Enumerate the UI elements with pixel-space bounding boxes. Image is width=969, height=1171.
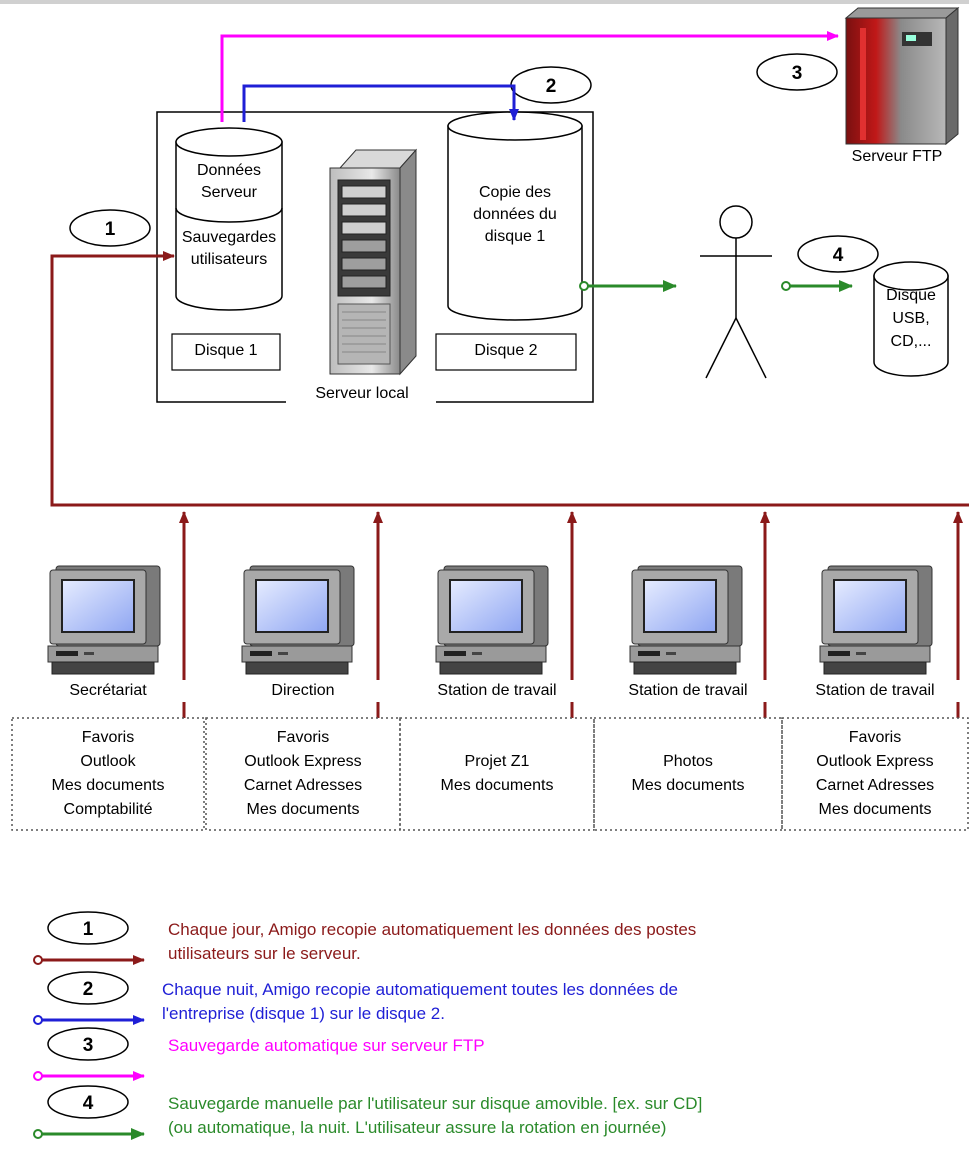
legend-1-text: Chaque jour, Amigo recopie automatiqueme…: [168, 920, 697, 963]
station-4-name: Station de travail: [594, 680, 782, 702]
station-1-data-items: Favoris Outlook Mes documents Comptabili…: [51, 729, 165, 818]
disk1-backup-label: Sauvegardes utilisateurs: [181, 229, 277, 268]
station-2-name: Direction: [206, 680, 400, 702]
manual-copy-start: [781, 281, 791, 291]
server-frame: [156, 111, 594, 403]
disk2-name-label: Disque 2: [474, 342, 538, 359]
ftp-server-icon: [844, 6, 960, 146]
station-3-data-box: [399, 717, 595, 831]
station-5-computer-icon: [819, 565, 933, 675]
disk1-data-label: Données Serveur: [196, 162, 262, 201]
station-5-name: Station de travail: [782, 680, 968, 702]
step-4-bubble: [797, 235, 879, 273]
legend-4-bubble: [47, 1085, 129, 1119]
step-1-bubble: [69, 209, 151, 247]
legend-4-text: Sauvegarde manuelle par l'utilisateur su…: [168, 1094, 703, 1137]
nightly-flow-arrow: [242, 84, 519, 122]
station-3-data-items: Projet Z1 Mes documents: [440, 753, 554, 794]
legend-1-bubble: [47, 911, 129, 945]
station-1-computer-icon: [47, 565, 161, 675]
daily-flow-bus: [50, 251, 969, 507]
station-2-data-items: Favoris Outlook Express Carnet Adresses …: [243, 729, 363, 818]
legend-1-bubble-number: 1: [83, 919, 94, 940]
ftp-server-label: Serveur FTP: [851, 148, 943, 165]
disk1-name-box: [171, 333, 281, 371]
legend-2-bubble: [47, 971, 129, 1005]
station-3-computer-icon: [435, 565, 549, 675]
legend-1-start: [33, 955, 43, 965]
station-3-name: Station de travail: [400, 680, 594, 702]
station-4-data-items: Photos Mes documents: [631, 753, 745, 794]
step-3-bubble-number: 3: [792, 63, 803, 84]
disk1-name-label: Disque 1: [194, 342, 258, 359]
legend-3-start: [33, 1071, 43, 1081]
station-1-name: Secrétariat: [12, 680, 204, 702]
station-4-computer-icon: [629, 565, 743, 675]
disk1-divider: [175, 207, 283, 223]
disk2-data-label: Copie des données du disque 1: [473, 184, 557, 245]
legend-2-text: Chaque nuit, Amigo recopie automatiqueme…: [162, 980, 679, 1023]
step-3-bubble: [756, 53, 838, 91]
legend-3-bubble: [47, 1027, 129, 1061]
legend-4-bubble-number: 4: [83, 1093, 94, 1114]
user-person-icon: [700, 205, 772, 379]
step-2-bubble-number: 2: [546, 76, 557, 97]
legend-3-bubble-number: 3: [83, 1035, 94, 1056]
ftp-flow-arrow: [220, 31, 839, 122]
legend-2-bubble-number: 2: [83, 979, 94, 1000]
server-frame-label: Serveur local: [292, 383, 432, 405]
station-2-computer-icon: [241, 565, 355, 675]
legend-4-start: [33, 1129, 43, 1139]
removable-disk-cylinder: [873, 261, 949, 377]
manual-flow-start: [579, 281, 589, 291]
disk2-name-box: [435, 333, 577, 371]
station-1-data-box: [11, 717, 205, 831]
station-5-data-items: Favoris Outlook Express Carnet Adresses …: [815, 729, 935, 818]
legend-3-text: Sauvegarde automatique sur serveur FTP: [168, 1036, 485, 1055]
legend-2-start: [33, 1015, 43, 1025]
disk1-cylinder: [175, 127, 283, 311]
station-5-data-box: [781, 717, 969, 831]
step-1-bubble-number: 1: [105, 219, 116, 240]
removable-disk-label: Disque USB, CD,...: [886, 287, 936, 350]
local-server-tower-icon: [329, 148, 418, 376]
step-4-bubble-number: 4: [833, 245, 844, 266]
